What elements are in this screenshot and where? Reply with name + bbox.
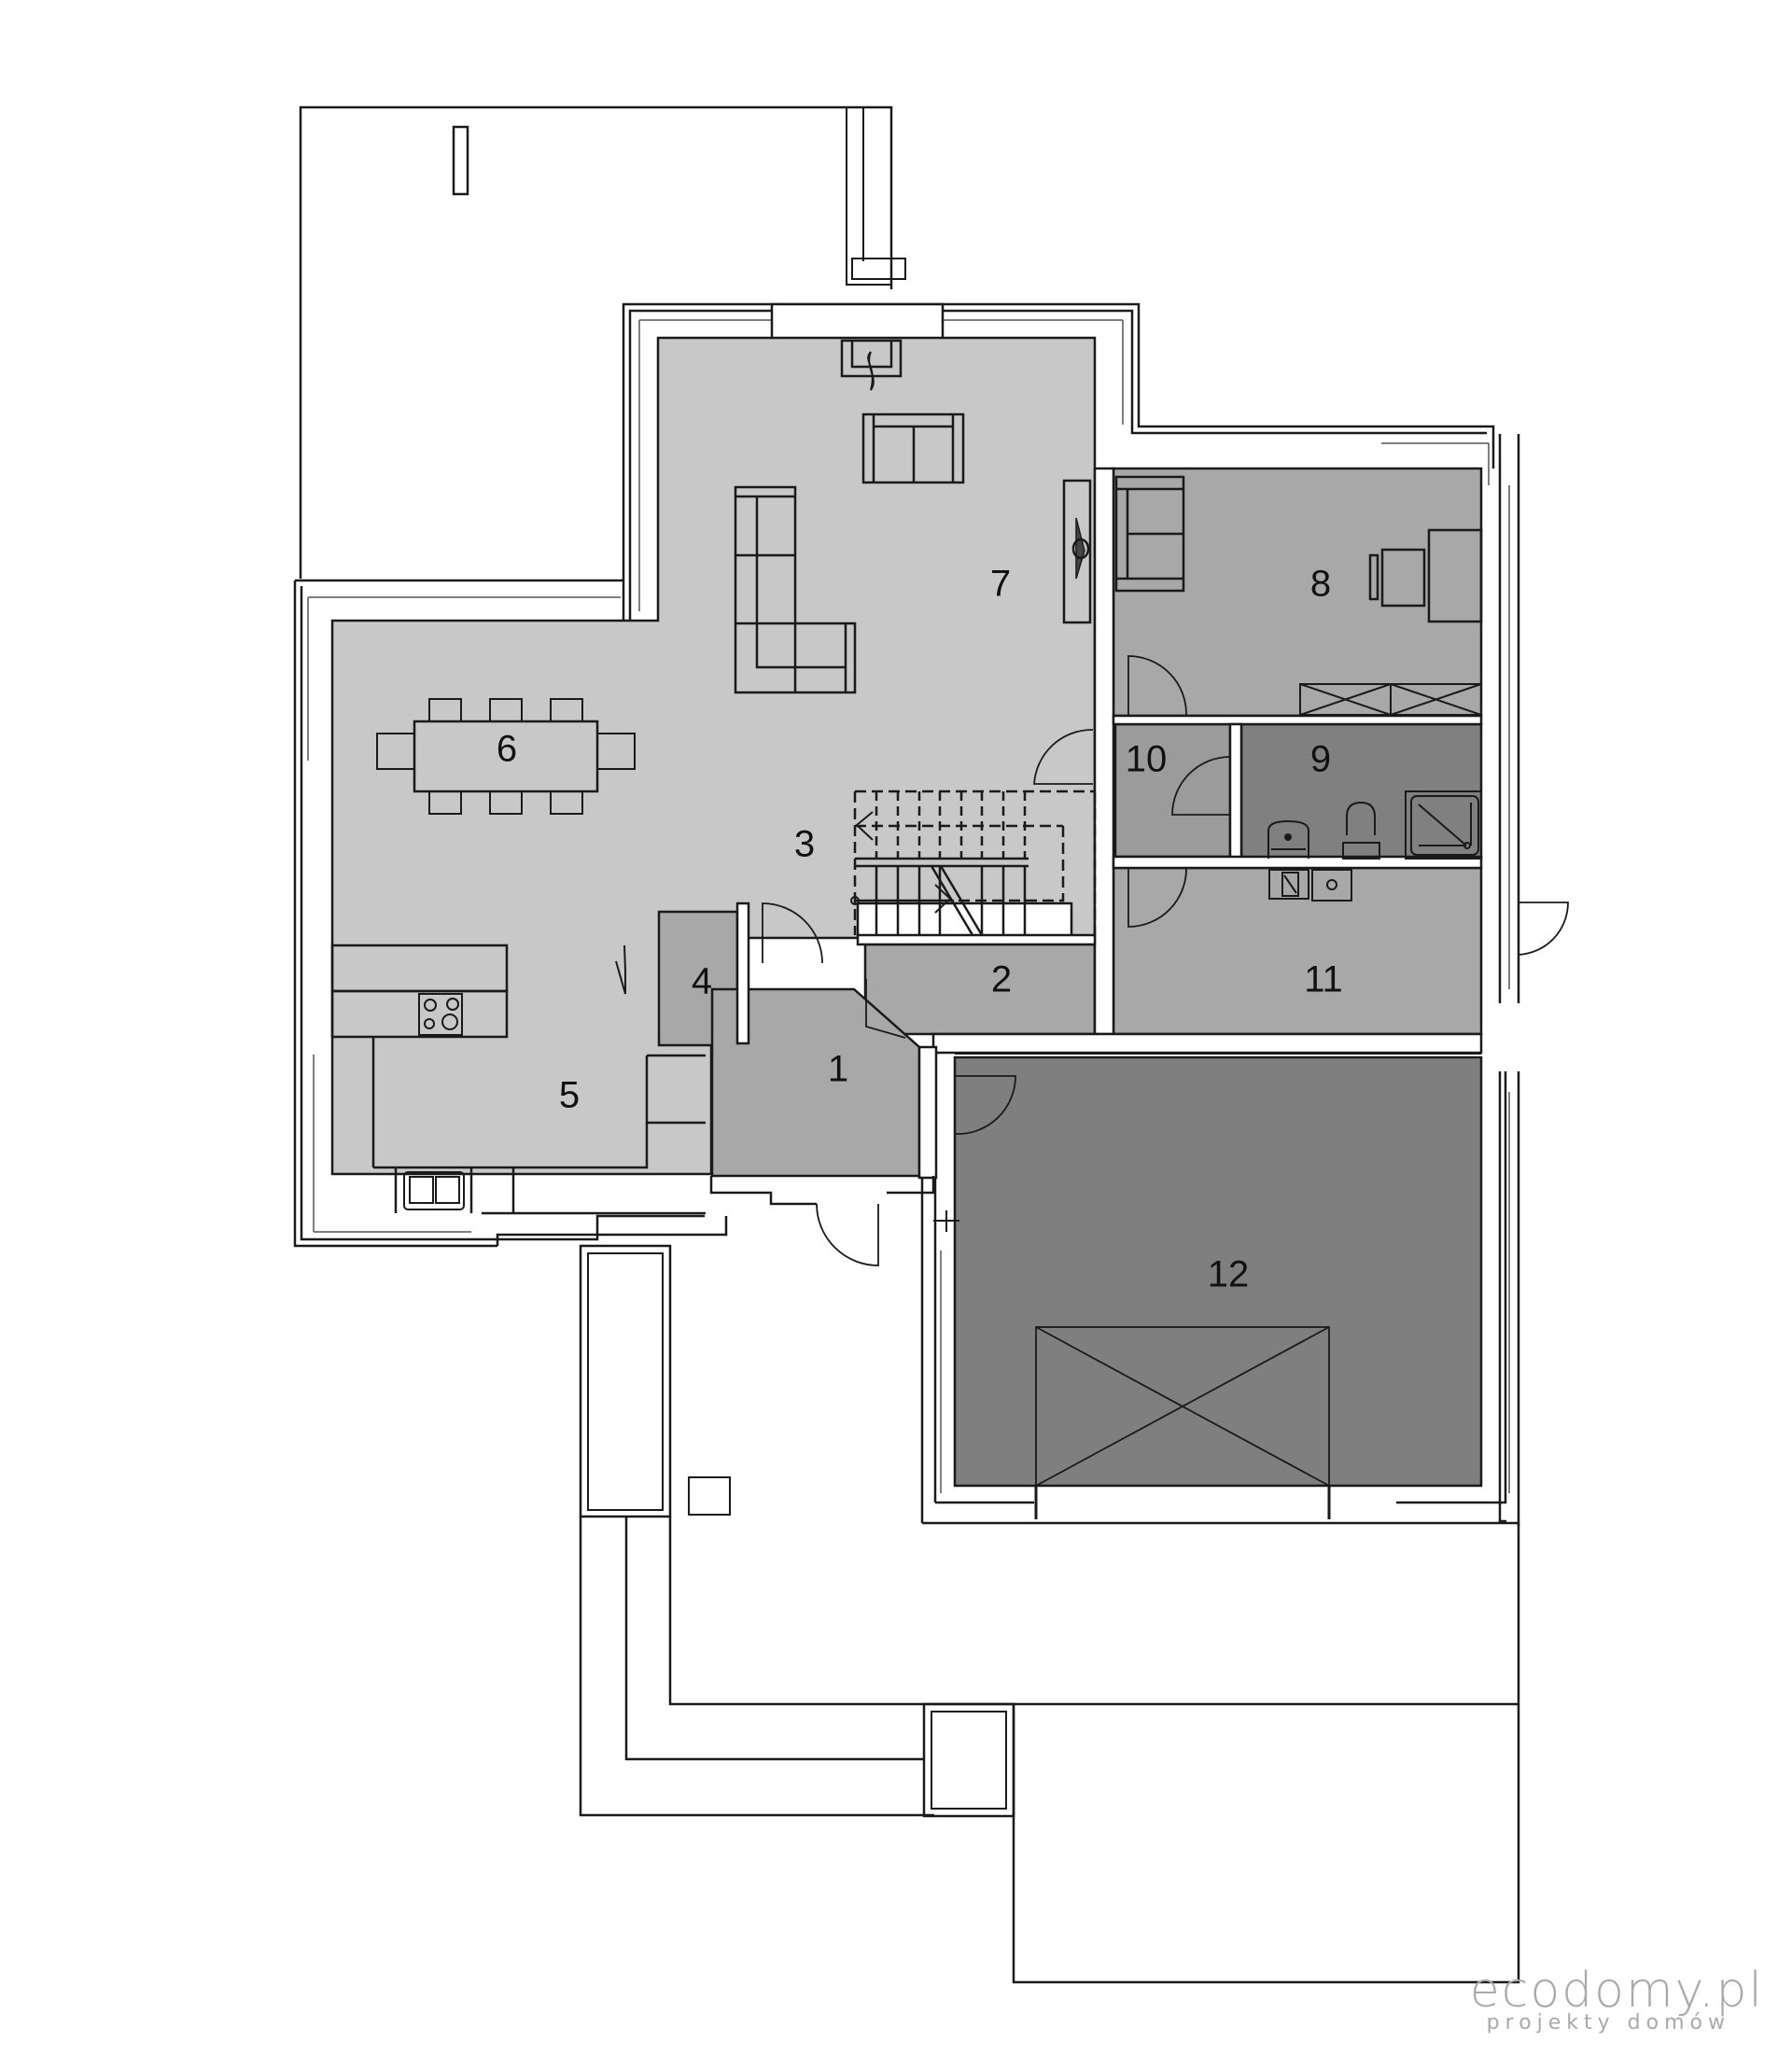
room-label-8: 8 — [1310, 564, 1331, 605]
front-door[interactable] — [816, 1203, 879, 1266]
door-stair-to-hall1[interactable] — [762, 902, 823, 964]
room-label-4: 4 — [692, 961, 712, 1002]
door-hall1-to-garage[interactable] — [954, 1075, 1016, 1135]
fireplace-icon — [840, 339, 903, 391]
room-label-3: 3 — [794, 824, 815, 865]
shower-icon — [1405, 790, 1482, 860]
room-12-garage — [953, 1055, 1483, 1488]
terrace-northwest — [299, 105, 906, 579]
chair-icon — [376, 698, 636, 815]
wardrobe-icon — [1299, 683, 1482, 716]
kitchen-counter — [330, 944, 706, 1213]
door-room11-exterior[interactable] — [1518, 902, 1569, 956]
exterior-walls — [293, 302, 1520, 1526]
interior-walls — [735, 467, 1483, 1180]
room-8 — [1112, 467, 1483, 718]
terrace-light-icon — [452, 125, 469, 196]
room-label-9: 9 — [1310, 739, 1331, 780]
corner-sofa-icon — [734, 485, 857, 694]
room-2 — [863, 943, 1097, 1036]
brand-tagline: projekty domów — [1486, 2011, 1730, 2034]
sofa-icon — [861, 412, 965, 484]
room-label-5: 5 — [559, 1075, 580, 1116]
toilet-icon — [1342, 801, 1380, 860]
room-label-1: 1 — [828, 1049, 848, 1090]
door-hall10-to-room8[interactable] — [1127, 655, 1187, 716]
desk-icon — [1368, 528, 1483, 623]
room-labels: 1 2 3 4 5 6 7 8 9 10 11 12 — [497, 564, 1343, 1295]
entrance-porch — [482, 1176, 1520, 1984]
room-label-7: 7 — [990, 564, 1011, 605]
brand-name: ecodomy.pl — [1469, 1963, 1764, 2019]
room-label-12: 12 — [1208, 1254, 1250, 1295]
door-hall10-to-room11[interactable] — [1127, 867, 1187, 928]
room-label-2: 2 — [991, 959, 1012, 1000]
stove-icon — [418, 993, 463, 1036]
sink-icon — [403, 1171, 465, 1210]
door-living-to-hall10[interactable] — [1033, 729, 1094, 785]
tv-icon — [1062, 479, 1092, 624]
door-hall10-to-bath9[interactable] — [1171, 756, 1231, 816]
boiler-icon — [1268, 869, 1352, 902]
pantry-bifold-door[interactable] — [615, 944, 626, 995]
garage-car-icon — [1035, 1326, 1330, 1487]
brand-logo: ecodomy.pl projekty domów — [1470, 1966, 1764, 2034]
room-label-10: 10 — [1126, 739, 1168, 780]
room-label-6: 6 — [497, 729, 517, 770]
porch-light-icon — [688, 1476, 731, 1516]
washbasin-icon — [1267, 819, 1309, 859]
door-hall1-to-storage2[interactable] — [865, 979, 906, 1039]
windows — [307, 319, 1510, 1493]
room-label-11: 11 — [1304, 959, 1343, 1000]
staircase-icon — [850, 790, 1097, 936]
chimney — [770, 302, 945, 342]
armchair-icon — [1114, 475, 1185, 593]
